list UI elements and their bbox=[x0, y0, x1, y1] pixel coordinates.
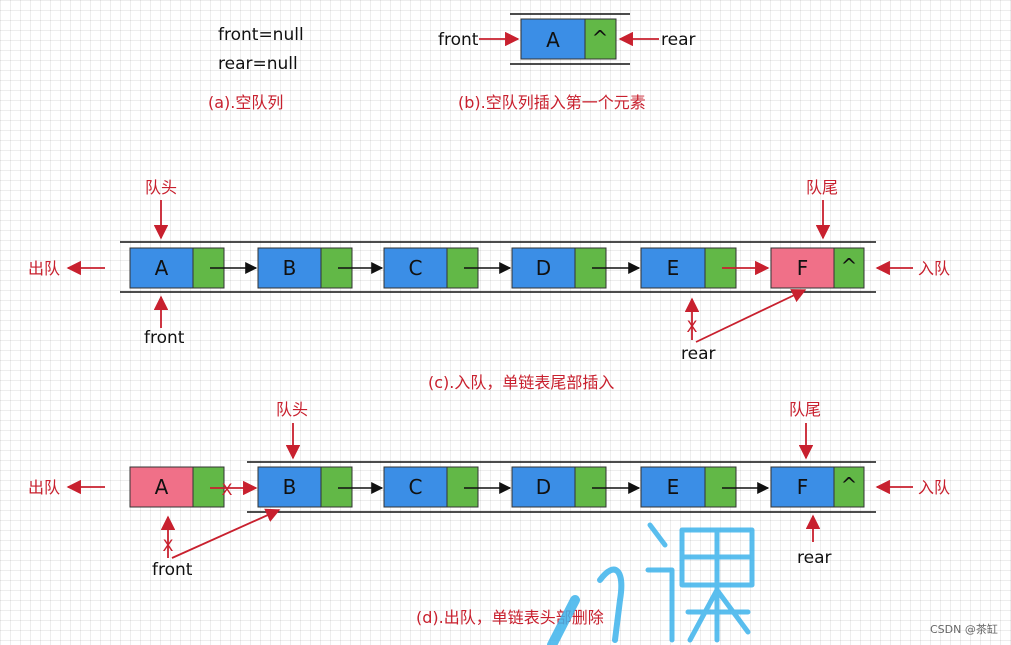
tail-label: 队尾 bbox=[789, 400, 821, 419]
node-a-label: A bbox=[155, 256, 169, 280]
dequeue-label: 出队 bbox=[28, 259, 60, 278]
node-e-label: E bbox=[667, 256, 680, 280]
front-label: front bbox=[144, 328, 185, 348]
rear-null-text: rear=null bbox=[218, 54, 298, 74]
panel-c: A B C D E F ^ bbox=[28, 178, 950, 392]
node-c-box bbox=[383, 466, 448, 508]
node-f-box bbox=[770, 466, 835, 508]
queue-node-c: C bbox=[383, 466, 479, 508]
node-b-pointer-box bbox=[320, 466, 353, 508]
panel-d: A X B C D E F bbox=[28, 400, 950, 627]
caption-c: (c).入队，单链表尾部插入 bbox=[428, 373, 614, 392]
node-c-label: C bbox=[409, 256, 423, 280]
node-c-pointer-box bbox=[446, 466, 479, 508]
null-pointer-label: ^ bbox=[841, 473, 858, 497]
broken-link-cross-mark: X bbox=[222, 480, 233, 499]
queue-node-d: D bbox=[511, 466, 607, 508]
queue-node-d: D bbox=[511, 247, 607, 289]
rear-label: rear bbox=[797, 548, 831, 568]
enqueue-label: 入队 bbox=[918, 259, 950, 278]
null-pointer-box bbox=[833, 247, 865, 289]
watermark-stroke bbox=[597, 566, 625, 643]
node-b-box bbox=[257, 247, 322, 289]
node-c-box bbox=[383, 247, 448, 289]
node-f-box bbox=[770, 247, 835, 289]
caption-d: (d).出队，单链表头部删除 bbox=[416, 608, 604, 627]
node-e-pointer-box bbox=[704, 466, 737, 508]
dequeue-label: 出队 bbox=[28, 478, 60, 497]
queue-node-e: E bbox=[640, 466, 737, 508]
node-d-label: D bbox=[536, 256, 551, 280]
caption-b: (b).空队列插入第一个元素 bbox=[458, 93, 646, 112]
queue-node-f: F ^ bbox=[770, 466, 865, 508]
rear-label: rear bbox=[661, 30, 695, 50]
node-e-label: E bbox=[667, 475, 680, 499]
queue-node-f-new: F ^ bbox=[770, 247, 865, 289]
new-front-pointer-arrow bbox=[171, 508, 281, 559]
node-f-label: F bbox=[797, 256, 809, 280]
node-b-label: B bbox=[283, 475, 297, 499]
head-label: 队头 bbox=[276, 400, 308, 419]
tail-label: 队尾 bbox=[806, 178, 838, 197]
node-d-box bbox=[511, 466, 576, 508]
caption-a: (a).空队列 bbox=[208, 93, 283, 112]
node-a-box bbox=[520, 18, 586, 60]
node-f-label: F bbox=[797, 475, 809, 499]
panel-a: front=null rear=null (a).空队列 bbox=[208, 25, 304, 112]
null-pointer-label: ^ bbox=[841, 254, 858, 278]
removed-node-a: A bbox=[129, 466, 225, 508]
front-label: front bbox=[438, 30, 479, 50]
watermark-strokes bbox=[547, 522, 755, 645]
queue-node-b: B bbox=[257, 466, 353, 508]
null-pointer-box bbox=[833, 466, 865, 508]
node-a-label: A bbox=[546, 28, 560, 52]
node-e-box bbox=[640, 247, 706, 289]
node-b-box bbox=[257, 466, 322, 508]
node-a-pointer-box bbox=[192, 466, 225, 508]
new-rear-pointer-arrow bbox=[695, 289, 807, 343]
queue-node-e: E bbox=[640, 247, 737, 289]
node-d-label: D bbox=[536, 475, 551, 499]
rear-label: rear bbox=[681, 344, 715, 364]
queue-node-c: C bbox=[383, 247, 479, 289]
node-c-label: C bbox=[409, 475, 423, 499]
head-label: 队头 bbox=[145, 178, 177, 197]
node-a-box bbox=[129, 466, 194, 508]
node-a-label: A bbox=[155, 475, 169, 499]
node-d-pointer-box bbox=[574, 466, 607, 508]
watermark-stroke bbox=[645, 522, 755, 643]
front-label: front bbox=[152, 560, 193, 580]
null-pointer-label: ^ bbox=[592, 26, 609, 50]
watermark-stroke bbox=[547, 595, 580, 645]
old-rear-cross-mark: X bbox=[687, 317, 698, 336]
panel-b: A ^ front rear (b).空队列插入第一个元素 bbox=[438, 13, 695, 112]
null-pointer-box bbox=[584, 18, 617, 60]
node-b-label: B bbox=[283, 256, 297, 280]
node-d-box bbox=[511, 247, 576, 289]
queue-node-a: A bbox=[129, 247, 225, 289]
csdn-watermark: CSDN @茶缸 bbox=[930, 622, 998, 636]
old-front-cross-mark: X bbox=[163, 536, 174, 555]
enqueue-label: 入队 bbox=[918, 478, 950, 497]
front-null-text: front=null bbox=[218, 25, 304, 45]
queue-node-b: B bbox=[257, 247, 353, 289]
